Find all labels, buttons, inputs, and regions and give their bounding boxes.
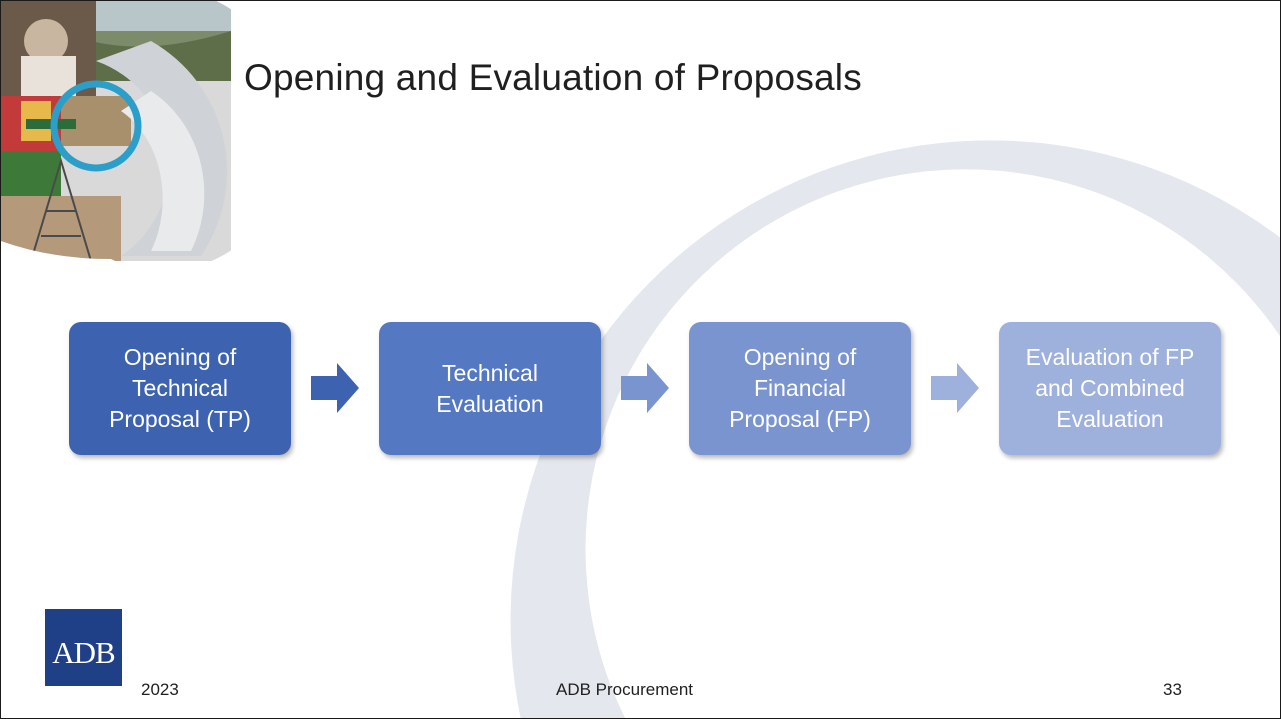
footer-title: ADB Procurement — [556, 680, 693, 699]
step-technical-evaluation: Technical Evaluation — [379, 322, 601, 455]
step-opening-technical-proposal: Opening of Technical Proposal (TP) — [69, 322, 291, 455]
page-number: 33 — [1163, 680, 1182, 699]
arrow-right-icon — [621, 363, 669, 413]
logo-text: ADB — [52, 634, 115, 670]
step-label: Opening of Technical Proposal (TP) — [109, 344, 251, 432]
arrow-right-icon — [931, 363, 979, 413]
arrow-right-icon — [311, 363, 359, 413]
step-evaluation-fp-combined: Evaluation of FP and Combined Evaluation — [999, 322, 1221, 455]
page-title: Opening and Evaluation of Proposals — [244, 57, 862, 98]
adb-logo: ADB — [45, 609, 122, 686]
footer-year: 2023 — [141, 680, 179, 699]
step-label: Opening of Financial Proposal (FP) — [729, 344, 871, 432]
step-label: Technical Evaluation — [436, 359, 544, 417]
corner-photo-collage — [1, 1, 231, 261]
step-opening-financial-proposal: Opening of Financial Proposal (FP) — [689, 322, 911, 455]
step-label: Evaluation of FP and Combined Evaluation — [1025, 344, 1195, 432]
